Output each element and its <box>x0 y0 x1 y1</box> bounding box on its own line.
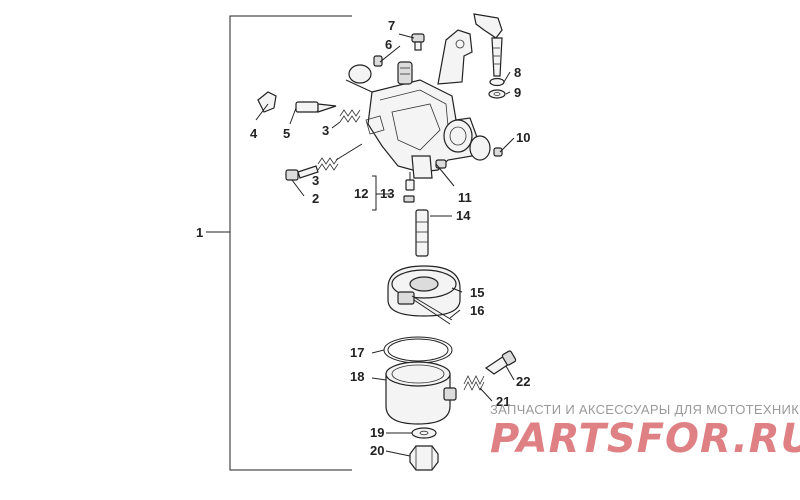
callout-22: 22 <box>516 374 530 389</box>
screw-2 <box>285 165 319 197</box>
callout-17: 17 <box>350 345 364 360</box>
float-bowl-18 <box>385 361 457 425</box>
choke-bracket <box>437 13 503 85</box>
callout-15: 15 <box>470 285 484 300</box>
screw-7 <box>411 33 425 51</box>
pin-16 <box>411 295 453 325</box>
gasket-17 <box>383 336 453 364</box>
watermark-subtitle: ЗАПЧАСТИ И АКСЕССУАРЫ ДЛЯ МОТОТЕХНИКИ <box>490 402 800 417</box>
callout-12: 12 <box>354 186 368 201</box>
callout-8: 8 <box>514 65 521 80</box>
callout-10: 10 <box>516 130 530 145</box>
callout-11: 11 <box>458 190 472 205</box>
callout-6: 6 <box>385 37 392 52</box>
callout-21: 21 <box>496 394 510 409</box>
callout-19: 19 <box>370 425 384 440</box>
screw-11 <box>435 159 455 187</box>
idle-screw-4 <box>255 91 277 121</box>
callout-1: 1 <box>196 225 203 240</box>
screw-22 <box>484 350 517 375</box>
bracket-12 <box>372 175 392 211</box>
jet-13 <box>403 172 415 203</box>
stem-14 <box>415 209 429 257</box>
needle-5 <box>289 101 337 125</box>
callout-18: 18 <box>350 369 364 384</box>
watermark-logo: PARTSFOR.RU <box>490 416 800 462</box>
callout-7: 7 <box>388 18 395 33</box>
spring-3-lower <box>317 143 363 171</box>
callout-5: 5 <box>283 126 290 141</box>
callout-20: 20 <box>370 443 384 458</box>
washer-9 <box>488 89 506 99</box>
callout-9: 9 <box>514 85 521 100</box>
callout-3-upper: 3 <box>322 123 329 138</box>
choke-plate <box>469 135 503 161</box>
spring-21 <box>463 375 485 391</box>
leader-lines <box>371 33 515 457</box>
washer-19 <box>411 427 437 439</box>
nut-20 <box>409 445 439 471</box>
callout-14: 14 <box>456 208 471 223</box>
callout-labels: 1 2 3 3 4 5 6 7 8 9 10 11 12 13 14 15 16… <box>196 18 530 458</box>
carburetor-body <box>365 61 479 179</box>
callout-13: 13 <box>380 186 394 201</box>
callout-16: 16 <box>470 303 484 318</box>
spring-3-upper <box>331 109 361 129</box>
assembly-bracket <box>206 15 352 471</box>
callout-3-lower: 3 <box>312 173 319 188</box>
float-15 <box>387 265 461 317</box>
washer-8 <box>489 77 505 87</box>
callout-4: 4 <box>250 126 258 141</box>
callout-2: 2 <box>312 191 319 206</box>
throttle-plate <box>345 55 383 93</box>
